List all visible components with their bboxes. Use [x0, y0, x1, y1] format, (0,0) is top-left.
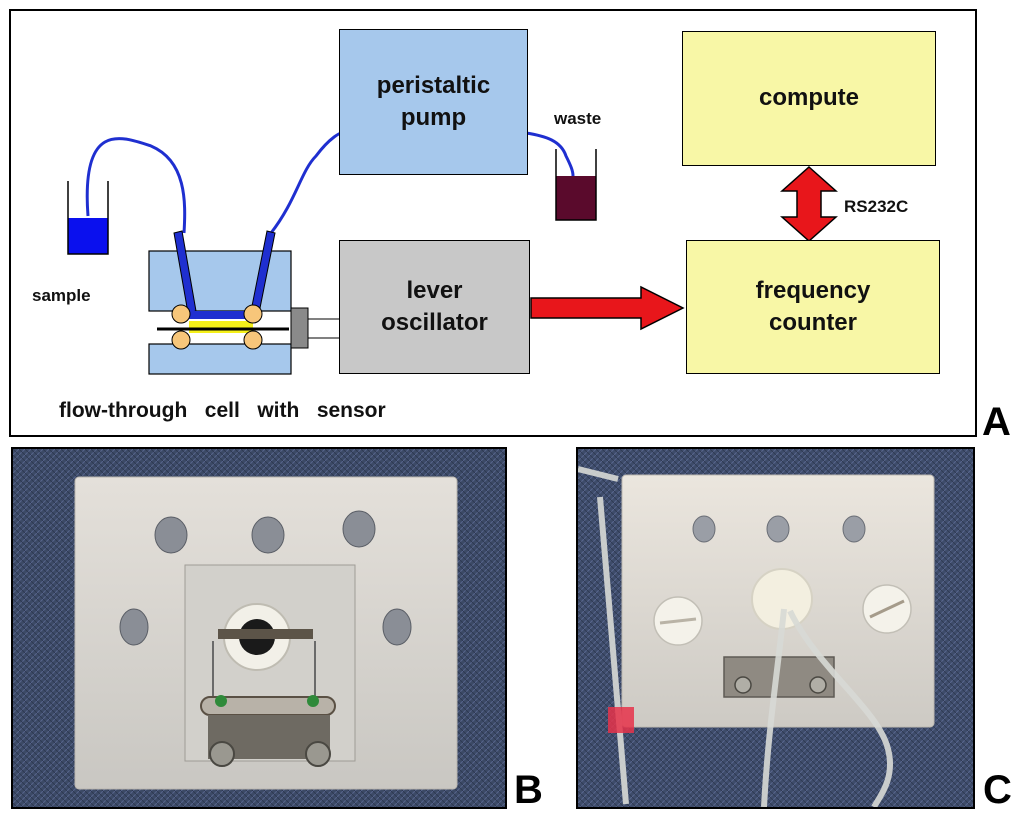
compute-label: compute: [758, 84, 859, 112]
panel-c-photo: [576, 447, 975, 809]
frequency-counter-box: frequency counter: [686, 240, 940, 374]
frequency-counter-label: frequency counter: [755, 276, 871, 336]
peristaltic-pump-label: peristaltic pump: [376, 71, 491, 131]
sample-label: sample: [32, 286, 91, 305]
waste-beaker: [555, 149, 597, 221]
panel-a-letter: A: [982, 400, 1011, 444]
rs232c-double-arrow: [780, 165, 838, 243]
sample-beaker: [67, 181, 109, 255]
signal-arrow: [530, 285, 685, 331]
panel-c-letter: C: [983, 768, 1012, 812]
lever-oscillator-box: lever oscillator: [339, 240, 530, 374]
panel-b-letter: B: [514, 768, 543, 812]
rs232c-label: RS232C: [844, 197, 909, 216]
flow-cell-photo-c: [578, 449, 973, 807]
flow-cell-caption: flow-through cell with sensor: [59, 399, 386, 422]
panel-a-schematic: peristaltic pump lever oscillator comput…: [9, 9, 977, 437]
tubing: [85, 131, 575, 234]
compute-box: compute: [682, 31, 936, 166]
flow-through-cell: [148, 230, 339, 375]
panel-b-photo: [11, 447, 507, 809]
lever-oscillator-label: lever oscillator: [381, 276, 488, 336]
peristaltic-pump-box: peristaltic pump: [339, 29, 528, 175]
waste-label: waste: [554, 109, 602, 128]
schematic-graphics: [67, 131, 838, 375]
flow-cell-photo-b: [13, 449, 505, 807]
